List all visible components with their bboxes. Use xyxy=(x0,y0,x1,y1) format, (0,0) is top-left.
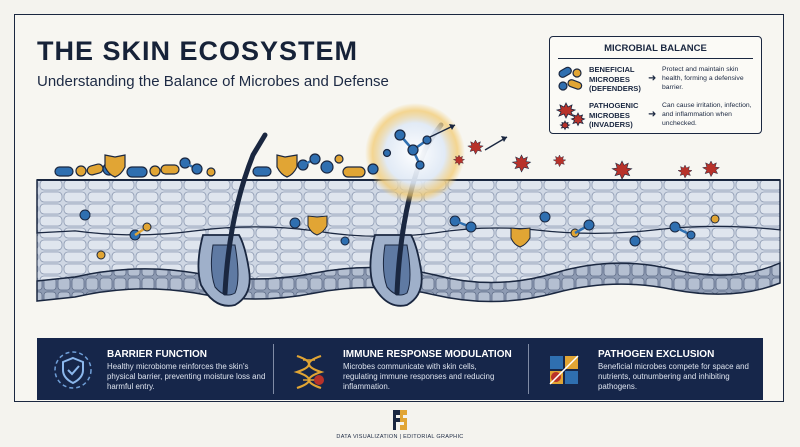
legend-title: MICROBIAL BALANCE xyxy=(604,43,707,54)
arrow-right-icon: ➜ xyxy=(648,73,657,84)
benefit-barrier-function: BARRIER FUNCTION Healthy microbiome rein… xyxy=(37,338,273,400)
puzzle-icon xyxy=(549,355,579,385)
page-subtitle: Understanding the Balance of Microbes an… xyxy=(37,73,389,90)
benefit-title: IMMUNE RESPONSE MODULATION xyxy=(343,349,512,360)
footer-caption: DATA VISUALIZATION | EDITORIAL GRAPHIC xyxy=(336,434,464,440)
legend-label-beneficial: BENEFICIAL MICROBES (DEFENDERS) xyxy=(589,65,641,93)
benefits-panel: BARRIER FUNCTION Healthy microbiome rein… xyxy=(37,338,763,400)
beneficial-microbes-icon xyxy=(558,66,583,91)
benefit-text: Beneficial microbes compete for space an… xyxy=(598,362,749,391)
benefit-immune-response: IMMUNE RESPONSE MODULATION Microbes comm… xyxy=(273,338,528,400)
benefit-text: Healthy microbiome reinforces the skin's… xyxy=(107,362,266,391)
panel-divider xyxy=(273,344,274,394)
beneficial-microbe-colony xyxy=(54,153,379,178)
skin-cross-section-illustration xyxy=(36,103,781,307)
legend-item-pathogenic: PATHOGENIC MICROBES (INVADERS) ➜ Can cau… xyxy=(556,99,756,133)
hair-follicle xyxy=(197,132,268,307)
panel-divider xyxy=(528,344,529,394)
legend-divider xyxy=(558,58,753,59)
pathogenic-microbes-icon xyxy=(556,102,586,131)
page-title: THE SKIN ECOSYSTEM xyxy=(37,36,359,66)
dna-icon xyxy=(293,354,325,390)
legend-item-beneficial: BENEFICIAL MICROBES (DEFENDERS) ➜ Protec… xyxy=(556,63,756,97)
legend-label-pathogenic: PATHOGENIC MICROBES (INVADERS) xyxy=(589,101,639,129)
microbial-balance-legend: MICROBIAL BALANCE BENEFICIAL MICROBES (D… xyxy=(549,36,762,134)
benefit-title: PATHOGEN EXCLUSION xyxy=(598,349,715,360)
shield-icon xyxy=(54,351,92,389)
immune-interaction-glow xyxy=(365,103,508,203)
legend-desc-pathogenic: Can cause irritation, infection, and inf… xyxy=(662,102,752,127)
arrow-right-icon: ➜ xyxy=(648,109,657,120)
legend-desc-beneficial: Protect and maintain skin health, formin… xyxy=(662,66,744,91)
pathogenic-microbe-colony xyxy=(452,139,721,180)
benefit-pathogen-exclusion: PATHOGEN EXCLUSION Beneficial microbes c… xyxy=(528,338,763,400)
skin-resident-microbes xyxy=(79,209,720,260)
benefit-text: Microbes communicate with skin cells, re… xyxy=(343,362,495,391)
brand-logo-icon xyxy=(393,410,407,430)
benefit-title: BARRIER FUNCTION xyxy=(107,349,207,360)
